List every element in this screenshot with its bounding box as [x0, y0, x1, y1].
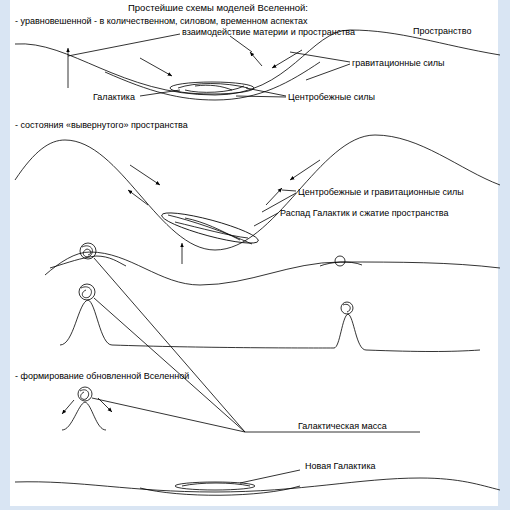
galaxy-blob: [80, 243, 96, 259]
annotation-label: Галактика: [93, 92, 135, 102]
galactic-mass-scheme: [45, 243, 500, 352]
galaxy-swirl: [343, 304, 350, 312]
leader-line: [94, 258, 245, 432]
leader-line: [236, 96, 286, 97]
annotation-label: взаимодействие материи и пространства: [182, 27, 355, 37]
galaxy-swirl: [82, 246, 92, 257]
galaxy-swirl: [80, 390, 89, 400]
annotation-label: Центробежные и гравитационные силы: [298, 187, 464, 197]
force-arrow: [62, 400, 74, 414]
annotation-label: Центробежные силы: [288, 92, 375, 102]
leader-line: [240, 470, 300, 483]
force-arrow: [130, 165, 160, 185]
force-arrow: [140, 58, 172, 76]
force-arrow: [250, 52, 262, 66]
galaxy-shape: [170, 82, 254, 94]
galaxy-swirl: [168, 215, 252, 244]
leader-line: [290, 52, 350, 62]
space-curve: [140, 486, 300, 495]
galaxy-shape: [175, 482, 255, 490]
galaxy-swirl: [320, 262, 362, 266]
force-arrow: [182, 243, 183, 264]
leader-line: [246, 88, 286, 96]
annotation-label: Распад Галактик и сжатие пространства: [280, 208, 449, 218]
leader-line: [306, 64, 350, 80]
space-curve: [15, 478, 500, 492]
galaxy-blob: [341, 302, 353, 314]
galaxy-blob: [78, 387, 92, 401]
space-curve: [105, 62, 320, 100]
diagram-title: Простейшие схемы моделей Вселенной:: [128, 3, 308, 13]
galaxy-swirl: [81, 287, 91, 298]
galaxy-swirl: [178, 84, 248, 93]
space-curve: [50, 256, 126, 268]
inverted-space-scheme: [15, 135, 500, 264]
annotation-label: Новая Галактика: [305, 461, 376, 471]
leader-lines: [92, 258, 420, 432]
leader-line: [94, 298, 245, 432]
leader-line: [282, 190, 296, 191]
galaxy-blob: [79, 284, 95, 300]
galaxy-swirl: [182, 483, 250, 486]
force-arrow: [68, 48, 69, 88]
force-arrow: [272, 50, 302, 68]
balanced-universe-scheme: [15, 30, 500, 100]
leader-line: [254, 213, 278, 226]
galaxy-shape: [160, 207, 261, 248]
annotation-label: Галактическая масса: [298, 421, 387, 431]
annotation-label: гравитационные силы: [352, 58, 444, 68]
force-arrow: [128, 190, 148, 205]
leader-line: [140, 90, 180, 96]
annotation-label: Пространство: [413, 26, 471, 36]
leader-line: [68, 34, 180, 56]
annotation-label: - состояния «вывернутого» пространства: [15, 120, 188, 130]
renewed-universe-scheme: [15, 387, 500, 495]
galaxy-blob: [335, 256, 345, 266]
space-curve: [15, 135, 500, 250]
space-curve: [15, 30, 500, 95]
space-curve: [60, 300, 480, 352]
annotation-label: - уравновешенной - в количественном, сил…: [15, 16, 307, 26]
force-arrow: [290, 160, 320, 180]
leader-line: [230, 36, 252, 52]
annotation-label: - формирование обновленной Вселенной: [15, 371, 189, 381]
leader-line: [245, 432, 420, 433]
leader-line: [92, 398, 245, 432]
